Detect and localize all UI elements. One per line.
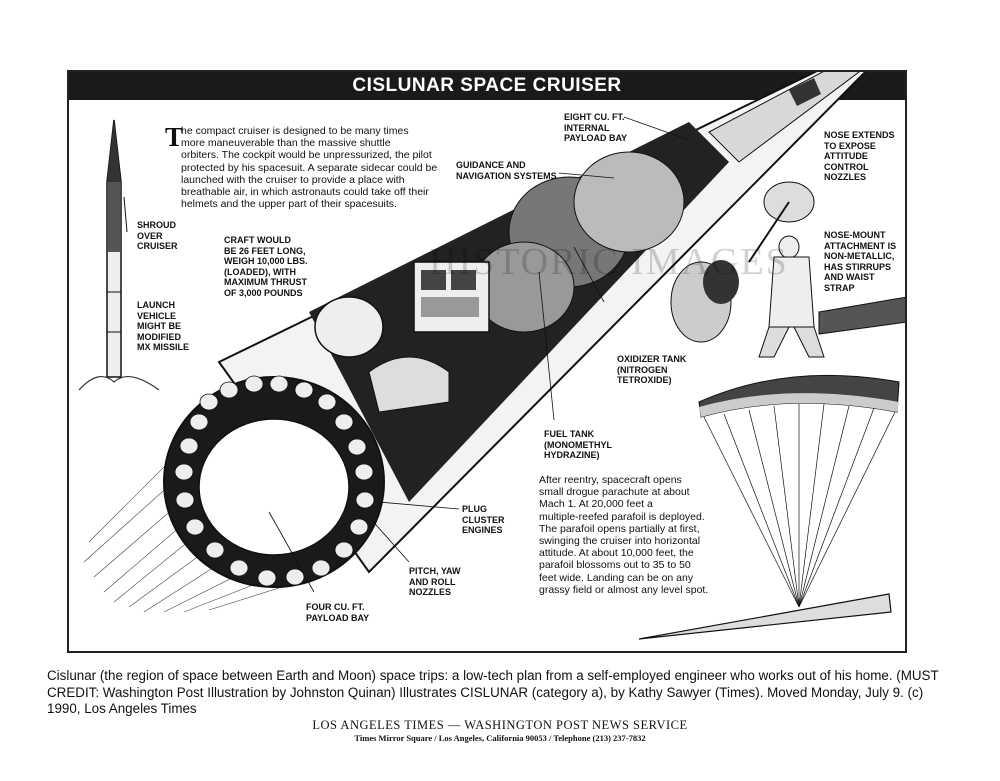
illustration-frame: CISLUNAR SPACE CRUISER — [67, 70, 907, 653]
label-shroud: SHROUD OVER CRUISER — [137, 220, 178, 251]
launch-vehicle-drawing — [78, 119, 160, 391]
label-launch-vehicle: LAUNCH VEHICLE MIGHT BE MODIFIED MX MISS… — [137, 300, 190, 352]
label-nose-extends: NOSE EXTENDS TO EXPOSE ATTITUDE CONTROL … — [824, 130, 895, 182]
leader-lines — [268, 116, 690, 593]
cruiser-body — [163, 72, 867, 588]
cruiser-illustration — [78, 72, 905, 640]
label-internal-payload: EIGHT CU. FT. INTERNAL PAYLOAD BAY — [564, 112, 628, 143]
watermark: HISTORIC IMAGES — [429, 241, 789, 283]
reentry-text: After reentry, spacecraft opens small dr… — [539, 474, 709, 596]
astronaut-drawing — [670, 181, 905, 358]
footer-address-line: Times Mirror Square / Los Angeles, Calif… — [354, 733, 646, 743]
label-oxidizer-tank: OXIDIZER TANK (NITROGEN TETROXIDE) — [617, 354, 687, 385]
photo-caption: Cislunar (the region of space between Ea… — [47, 668, 939, 716]
label-fuel-tank: FUEL TANK (MONOMETHYL HYDRAZINE) — [544, 429, 612, 460]
label-craft-specs: CRAFT WOULD BE 26 FEET LONG, WEIGH 10,00… — [224, 235, 308, 298]
label-nose-mount: NOSE-MOUNT ATTACHMENT IS NON-METALLIC, H… — [824, 230, 897, 293]
intro-text: he compact cruiser is designed to be man… — [181, 125, 438, 211]
label-guidance: GUIDANCE AND NAVIGATION SYSTEMS — [456, 160, 557, 181]
parafoil-drawing — [638, 374, 900, 640]
label-four-cu-payload: FOUR CU. FT. PAYLOAD BAY — [306, 602, 370, 623]
intro-dropcap: T — [165, 122, 184, 152]
label-plug-engines: PLUG CLUSTER ENGINES — [462, 504, 505, 535]
illustration-title: CISLUNAR SPACE CRUISER — [352, 75, 622, 96]
footer-service-line: LOS ANGELES TIMES — WASHINGTON POST NEWS… — [312, 718, 688, 732]
label-pitch-nozzles: PITCH, YAW AND ROLL NOZZLES — [409, 566, 461, 597]
engine-nozzle-ring — [174, 375, 375, 587]
